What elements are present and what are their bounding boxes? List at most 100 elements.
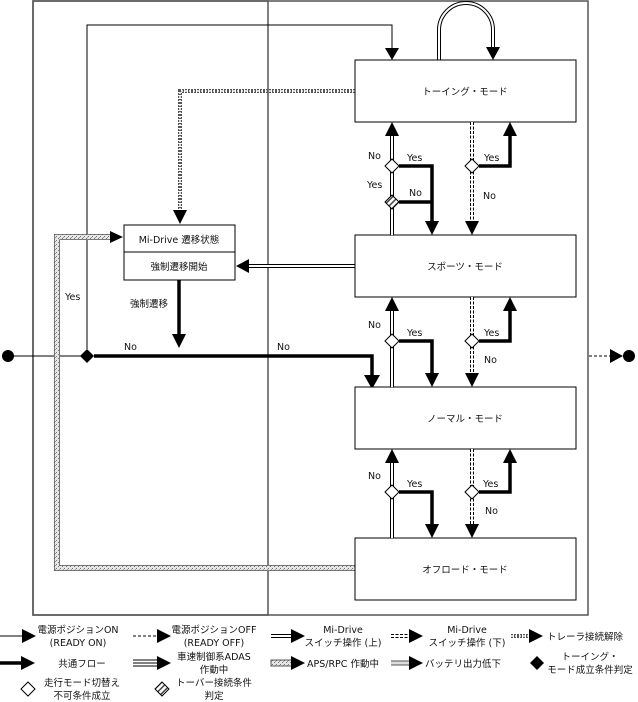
yes-flow-no bbox=[399, 490, 434, 524]
arrow-up-to-towing-yes bbox=[503, 122, 517, 136]
legend-power-on-label-1: 電源ポジションON bbox=[37, 625, 118, 636]
midrive-box-subtitle: 強制遷移開始 bbox=[150, 261, 208, 273]
no-no-right: No bbox=[485, 506, 498, 517]
arrow-up-to-towing bbox=[385, 122, 399, 136]
yes-flow-sn bbox=[399, 339, 434, 373]
legend-aps-swatch bbox=[270, 659, 293, 667]
ts-no-right: No bbox=[483, 191, 496, 202]
no-yes-left: Yes bbox=[406, 479, 422, 490]
legend-battery-arrow bbox=[409, 656, 423, 670]
power-on-yes-line bbox=[86, 24, 393, 349]
yes-flow-sn-right bbox=[479, 311, 512, 343]
legend-towbar-diamond bbox=[154, 681, 170, 697]
yes-flow-no-right bbox=[479, 463, 512, 494]
legend-towing-cond-diamond bbox=[530, 656, 544, 670]
arrow-up-to-normal-yes bbox=[503, 449, 517, 463]
legend-power-on-arrow bbox=[22, 629, 36, 643]
legend-trailer-arrow bbox=[529, 629, 543, 643]
legend-switch-up-label-2: スイッチ操作 (上) bbox=[305, 637, 382, 649]
mode-switch-fail-diamond-no bbox=[384, 484, 400, 500]
legend-mode-fail-label-2: 不可条件成立 bbox=[53, 690, 110, 702]
legend-adas-arrow bbox=[157, 656, 171, 670]
trailer-release-line bbox=[178, 89, 355, 210]
vehicle-system-frame bbox=[32, 0, 589, 616]
arrow-up-to-sports bbox=[385, 297, 399, 311]
legend-switch-down-label-1: Mi-Drive bbox=[447, 625, 487, 636]
yes-flow-ts-right bbox=[479, 134, 512, 168]
legend-power-off-label-1: 電源ポジションOFF bbox=[172, 625, 257, 636]
towing-condition-diamond bbox=[80, 349, 94, 363]
ts-yes-right: Yes bbox=[483, 153, 499, 164]
end-point bbox=[623, 350, 635, 362]
arrow-up-to-normal bbox=[385, 449, 399, 463]
normal-mode-box bbox=[354, 386, 577, 450]
mode-switch-fail-diamond-ts-right bbox=[464, 158, 480, 174]
arrow-down-to-sports-yes bbox=[425, 221, 439, 235]
common-flow-line bbox=[94, 354, 374, 378]
towing-mode-label: トーイング・モード bbox=[422, 86, 508, 98]
ts-no-left: No bbox=[368, 151, 381, 162]
arrow-up-to-sports-yes bbox=[503, 297, 517, 311]
arrow-down-to-offroad-yes bbox=[425, 524, 439, 538]
arrow-adas-loop bbox=[486, 47, 500, 60]
sn-no-left: No bbox=[368, 320, 381, 331]
arrow-down-to-offroad bbox=[465, 524, 479, 538]
arrow-aps-to-midrive bbox=[110, 231, 123, 243]
forced-transition-label: 強制遷移 bbox=[130, 298, 169, 310]
arrow-down-to-normal-yes bbox=[425, 373, 439, 387]
legend-mode-fail-diamond bbox=[20, 681, 36, 697]
legend-power-on-label-2: (READY ON) bbox=[50, 638, 107, 649]
ts-yes-upper: Yes bbox=[406, 153, 422, 164]
aps-rpc-line bbox=[54, 234, 355, 571]
no-left-label: No bbox=[124, 342, 137, 353]
no-no-left: No bbox=[368, 471, 381, 482]
sn-yes-right: Yes bbox=[483, 328, 499, 339]
legend-adas-label-2: 作動中 bbox=[200, 664, 229, 676]
legend-switch-down-arrow bbox=[409, 629, 423, 643]
ts-no-inner: No bbox=[409, 188, 422, 199]
arrow-power-off bbox=[610, 349, 623, 363]
legend-mode-fail-label-1: 走行モード切替え bbox=[44, 677, 120, 689]
legend-towing-cond-label-1: トーイング・ bbox=[561, 651, 618, 663]
ts-yes-lower: Yes bbox=[366, 180, 382, 191]
legend-battery-label: バッテリ出力低下 bbox=[425, 658, 501, 670]
legend-switch-down-label-2: スイッチ操作 (下) bbox=[429, 637, 506, 649]
sports-mode-label: スポーツ・モード bbox=[427, 262, 503, 273]
legend-switch-up-arrow bbox=[291, 629, 305, 643]
arrow-to-normal-left bbox=[364, 375, 380, 389]
sn-yes-left: Yes bbox=[406, 328, 422, 339]
arrow-down-to-sports bbox=[465, 221, 479, 235]
legend-power-off-label-2: (READY OFF) bbox=[184, 638, 245, 649]
offroad-mode-box bbox=[354, 537, 577, 601]
yes-left-label: Yes bbox=[64, 292, 80, 303]
arrow-to-towing bbox=[385, 48, 399, 60]
legend-aps-label: APS/RPC 作動中 bbox=[307, 658, 379, 670]
mode-switch-fail-diamond-sn-right bbox=[464, 333, 480, 349]
sports-mode-box bbox=[354, 234, 577, 298]
legend-aps-arrow bbox=[291, 656, 305, 670]
midrive-box-title: Mi-Drive 遷移状態 bbox=[139, 234, 220, 246]
towbar-diamond-ts bbox=[384, 194, 400, 210]
arrow-forced-transition bbox=[172, 334, 186, 348]
mode-switch-fail-diamond-sn bbox=[384, 333, 400, 349]
legend-power-off-arrow bbox=[157, 629, 171, 643]
normal-mode-label: ノーマル・モード bbox=[427, 414, 503, 425]
arrow-down-to-normal bbox=[465, 373, 479, 387]
towing-mode-box bbox=[354, 59, 577, 123]
sn-no-right: No bbox=[484, 355, 497, 366]
legend-switch-up-label-1: Mi-Drive bbox=[323, 625, 363, 636]
legend-common-flow-label: 共通フロー bbox=[58, 659, 106, 670]
legend-common-flow-arrow bbox=[21, 656, 35, 670]
legend-towing-cond-label-2: モード成立条件判定 bbox=[547, 664, 633, 676]
mode-switch-fail-diamond-ts bbox=[384, 158, 400, 174]
mode-switch-fail-diamond-no-right bbox=[464, 484, 480, 500]
legend-towbar-label-1: トーバー接続条件 bbox=[176, 677, 252, 689]
arrow-trailer-to-midrive bbox=[173, 210, 187, 224]
legend-trailer-label: トレーラ接続解除 bbox=[547, 631, 624, 643]
no-right-label: No bbox=[277, 342, 290, 353]
arrow-battery-to-midrive bbox=[236, 259, 249, 273]
no-yes-right: Yes bbox=[482, 479, 498, 490]
offroad-mode-label: オフロード・モード bbox=[422, 565, 508, 576]
legend-towbar-label-2: 判定 bbox=[204, 690, 224, 702]
